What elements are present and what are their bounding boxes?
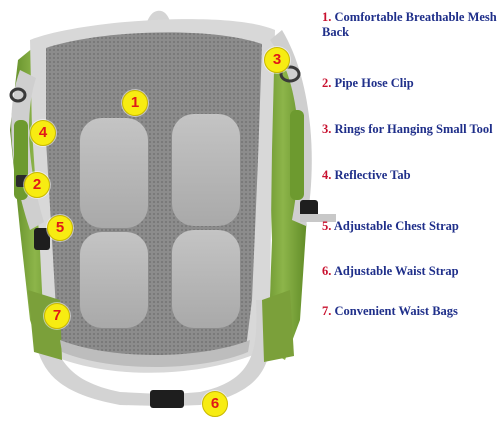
feature-label: Adjustable Waist Strap [333, 264, 459, 278]
marker-6: 6 [202, 391, 228, 417]
marker-2: 2 [24, 172, 50, 198]
waist-belt-left [30, 300, 160, 406]
right-waist-bag [262, 290, 294, 362]
feature-number: 3. [322, 122, 332, 136]
feature-4: 4. Reflective Tab [322, 168, 500, 183]
feature-number: 6. [322, 264, 332, 278]
waist-buckle [150, 390, 184, 408]
marker-5: 5 [47, 215, 73, 241]
feature-label: Pipe Hose Clip [334, 76, 414, 90]
feature-label: Rings for Hanging Small Tool [334, 122, 493, 136]
left-ring [9, 87, 27, 103]
waist-belt-right [175, 300, 272, 406]
feature-number: 4. [322, 168, 332, 182]
chest-strap-webbing [300, 214, 336, 222]
feature-number: 1. [322, 10, 332, 24]
feature-number: 7. [322, 304, 332, 318]
feature-number: 2. [322, 76, 332, 90]
feature-number: 5. [322, 219, 332, 233]
feature-label: Convenient Waist Bags [334, 304, 458, 318]
marker-1: 1 [122, 90, 148, 116]
marker-4: 4 [30, 120, 56, 146]
pad-upper-left [80, 118, 148, 228]
feature-1: 1. Comfortable Breathable Mesh Back [322, 10, 500, 40]
feature-label: Adjustable Chest Strap [333, 219, 459, 233]
feature-3: 3. Rings for Hanging Small Tool [322, 122, 500, 137]
pad-lower-left [80, 232, 148, 328]
feature-label: Reflective Tab [334, 168, 411, 182]
pad-upper-right [172, 114, 240, 226]
feature-label: Comfortable Breathable Mesh Back [322, 10, 497, 39]
marker-3: 3 [264, 47, 290, 73]
feature-6: 6. Adjustable Waist Strap [322, 264, 500, 279]
pad-lower-right [172, 230, 240, 328]
feature-5: 5. Adjustable Chest Strap [322, 219, 500, 234]
left-chest-buckle [34, 228, 50, 250]
right-ring [279, 65, 301, 83]
body-bottom [60, 340, 250, 367]
feature-2: 2. Pipe Hose Clip [322, 76, 500, 91]
feature-7: 7. Convenient Waist Bags [322, 304, 500, 319]
marker-7: 7 [44, 303, 70, 329]
right-strap-green-band [290, 110, 304, 200]
